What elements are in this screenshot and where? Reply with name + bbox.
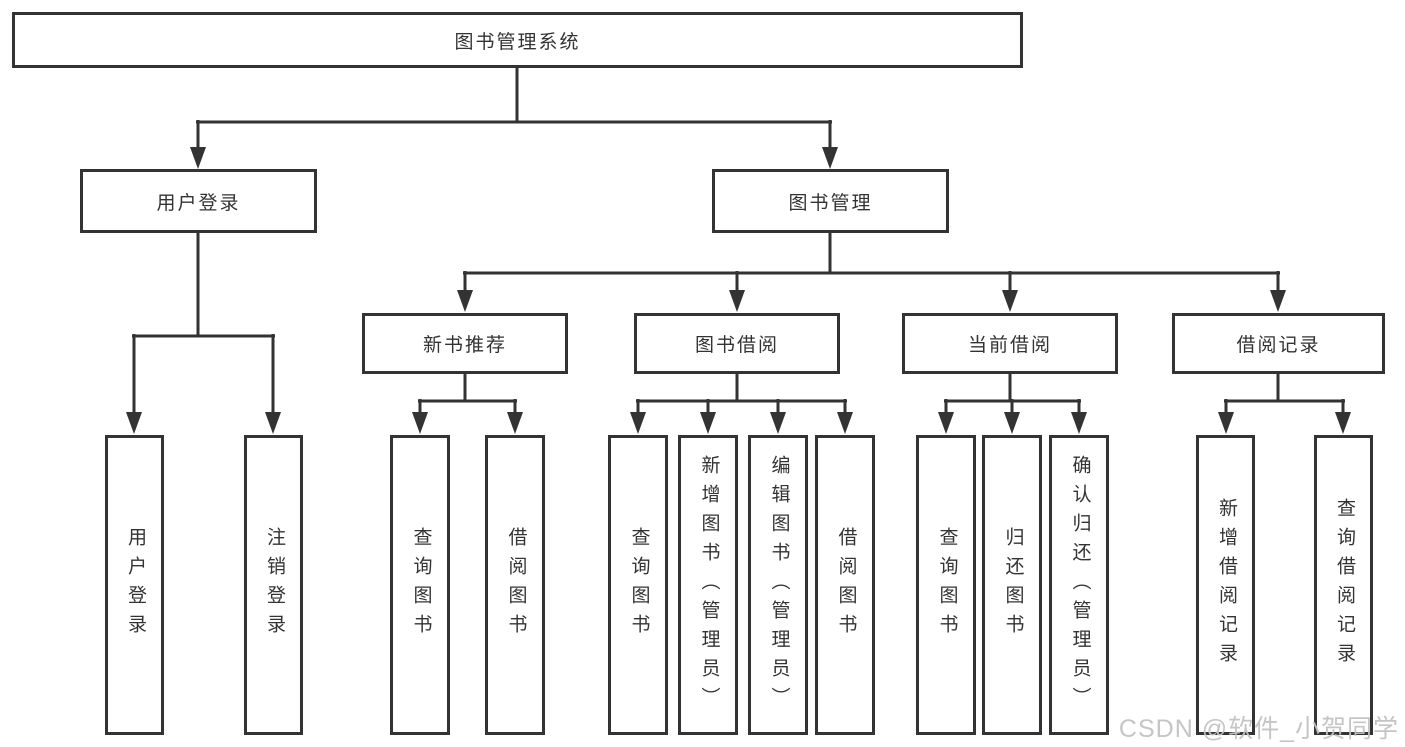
arrowhead-down-icon <box>1002 290 1018 312</box>
arrowhead-down-icon <box>729 290 745 312</box>
connector-userlogin-to-leaves <box>132 233 275 415</box>
leaf-borrow-borrow-books: 借阅图书 <box>815 435 875 735</box>
arrowhead-down-icon <box>126 412 142 434</box>
node-library-system: 图书管理系统 <box>12 12 1023 68</box>
connector-root-to-level2 <box>196 68 832 152</box>
arrowhead-down-icon <box>1071 412 1087 434</box>
node-book-borrowing: 图书借阅 <box>634 313 840 374</box>
node-user-login: 用户登录 <box>80 169 317 233</box>
leaf-records-add-record: 新增借阅记录 <box>1196 435 1255 735</box>
csdn-watermark: CSDN @软件_小贺同学 <box>1118 715 1399 743</box>
leaf-borrow-edit-books-admin: 编辑图书（管理员） <box>748 435 808 735</box>
arrowhead-down-icon <box>837 412 853 434</box>
arrowhead-down-icon <box>1335 412 1351 434</box>
arrowhead-down-icon <box>412 412 428 434</box>
leaf-newbook-borrow-books: 借阅图书 <box>485 435 545 735</box>
connector-borrowing-to-leaves <box>636 374 847 415</box>
leaf-logout: 注销登录 <box>244 435 303 735</box>
arrowhead-down-icon <box>770 412 786 434</box>
connector-current-to-leaves <box>944 374 1081 415</box>
arrowhead-down-icon <box>507 412 523 434</box>
arrowhead-down-icon <box>265 412 281 434</box>
arrowhead-down-icon <box>700 412 716 434</box>
node-book-management: 图书管理 <box>712 169 949 233</box>
leaf-current-confirm-return-admin: 确认归还（管理员） <box>1049 435 1109 735</box>
leaf-newbook-query-books: 查询图书 <box>390 435 450 735</box>
connector-newbooks-to-leaves <box>418 374 517 415</box>
leaf-records-query-record: 查询借阅记录 <box>1314 435 1373 735</box>
arrowhead-down-icon <box>1218 412 1234 434</box>
arrowhead-down-icon <box>1270 290 1286 312</box>
node-borrowing-records: 借阅记录 <box>1172 313 1385 374</box>
arrowhead-down-icon <box>457 290 473 312</box>
arrow-heads <box>126 147 1351 434</box>
arrowhead-down-icon <box>1004 412 1020 434</box>
leaf-user-login: 用户登录 <box>105 435 164 735</box>
arrowhead-down-icon <box>630 412 646 434</box>
node-new-book-recommend: 新书推荐 <box>362 313 568 374</box>
node-current-borrowing: 当前借阅 <box>902 313 1118 374</box>
connector-records-to-leaves <box>1224 374 1345 415</box>
arrowhead-down-icon <box>938 412 954 434</box>
leaf-borrow-query-books: 查询图书 <box>608 435 668 735</box>
leaf-borrow-add-books-admin: 新增图书（管理员） <box>678 435 738 735</box>
leaf-current-return-books: 归还图书 <box>982 435 1042 735</box>
arrowhead-down-icon <box>190 147 206 169</box>
connector-bookmgmt-to-level3 <box>463 233 1280 293</box>
leaf-current-query-books: 查询图书 <box>916 435 976 735</box>
arrowhead-down-icon <box>822 147 838 169</box>
